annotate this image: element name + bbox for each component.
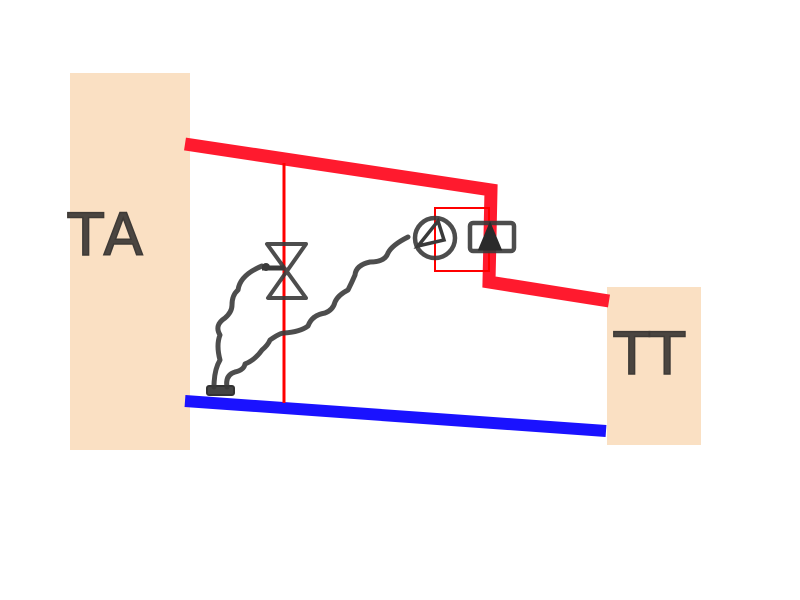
source-label: ТА [67,201,143,269]
control-valve-icon[interactable] [467,220,517,254]
return-pipe [184,395,607,437]
consumer-label: ТТ [613,320,685,388]
source-block [70,73,190,450]
valve-icon[interactable] [262,242,308,300]
sensor-icon [206,385,235,396]
pump-icon[interactable] [412,215,458,261]
signal-wire-pump [224,234,411,390]
consumer-block [607,287,701,445]
supply-pipe [184,137,611,308]
signal-wire-valve [211,263,265,390]
